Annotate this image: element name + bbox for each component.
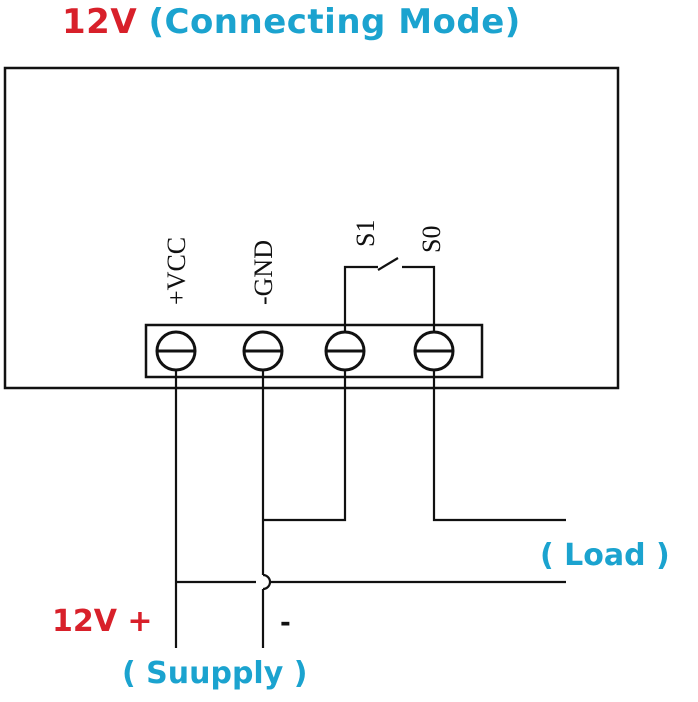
wire-s0-load bbox=[432, 370, 566, 522]
module-box bbox=[3, 66, 620, 390]
supply-label: ( Suupply ) bbox=[122, 656, 308, 691]
terminal-label-vcc: +VCC bbox=[162, 237, 191, 305]
supply-voltage-label: 12V + bbox=[52, 604, 153, 639]
supply-minus-label: - bbox=[280, 608, 291, 638]
load-label: ( Load ) bbox=[540, 538, 670, 573]
switch-s1-s0 bbox=[343, 257, 436, 332]
wire-s1-gnd bbox=[263, 370, 347, 522]
title-voltage: 12V bbox=[62, 2, 138, 42]
wires bbox=[174, 370, 566, 648]
screw-s0 bbox=[413, 330, 455, 372]
diagram-title: 12V (Connecting Mode) bbox=[62, 2, 521, 42]
screw-s1 bbox=[324, 330, 366, 372]
terminal-block bbox=[144, 323, 484, 379]
wire-crossover bbox=[262, 573, 272, 591]
terminal-label-s0: S0 bbox=[417, 226, 446, 253]
screw-gnd bbox=[242, 330, 284, 372]
screw-vcc bbox=[155, 330, 197, 372]
terminal-label-gnd: -GND bbox=[249, 240, 278, 305]
terminal-label-s1: S1 bbox=[351, 220, 380, 247]
title-mode: (Connecting Mode) bbox=[148, 2, 521, 42]
